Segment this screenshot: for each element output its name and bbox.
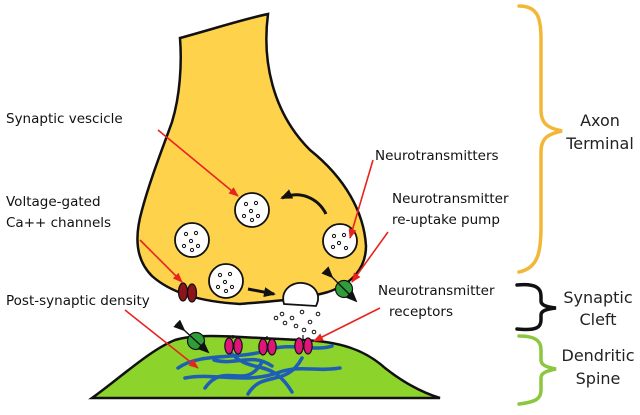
label-post-synaptic-density: Post-synaptic density: [6, 293, 150, 309]
label-receptors-line2: receptors: [389, 304, 453, 320]
axon-terminal-brace: [517, 4, 563, 274]
arrow-post-synaptic-density: [124, 309, 199, 369]
fusing-vesicle: [282, 282, 319, 307]
synaptic-vesicle-left: [174, 222, 210, 258]
synaptic-vesicle-right: [322, 223, 358, 259]
arrow-neurotransmitters: [348, 159, 374, 239]
arrow-synaptic-vesicle: [157, 129, 239, 197]
region-axon-line2: Terminal: [566, 134, 634, 153]
ca-channels: [177, 282, 198, 303]
released-neurotransmitters: [273, 309, 321, 335]
label-neurotransmitters: Neurotransmitters: [375, 148, 499, 164]
label-reuptake-line1: Neurotransmitter: [392, 191, 509, 207]
synaptic-vesicle-bottom: [208, 263, 244, 299]
synaptic-cleft-brace: [515, 282, 557, 332]
region-axon-line1: Axon: [580, 111, 620, 130]
region-spine-line1: Dendritic: [561, 346, 635, 365]
arrow-receptors: [313, 307, 381, 342]
vesicle-recycle-arrow: [280, 189, 328, 215]
synaptic-vesicle-top: [234, 192, 270, 228]
region-cleft-line1: Synaptic: [563, 288, 633, 307]
label-synaptic-vesicle: Synaptic vescicle: [6, 111, 123, 127]
arrow-ca-channels: [139, 239, 183, 283]
label-voltage-gated-line2: Ca++ channels: [6, 215, 112, 231]
label-receptors-line1: Neurotransmitter: [378, 283, 495, 299]
vesicle-release-arrow: [247, 287, 276, 298]
region-cleft-line2: Cleft: [579, 310, 617, 329]
neurotransmitter-receptors: [224, 337, 313, 356]
label-reuptake-line2: re-uptake pump: [392, 212, 500, 228]
receptor-ticks: [232, 335, 304, 340]
label-voltage-gated-line1: Voltage-gated: [6, 194, 101, 210]
post-synaptic-pump: [173, 319, 210, 354]
axon-terminal: [136, 12, 368, 306]
dendritic-spine-brace: [517, 334, 557, 406]
label-arrows: [124, 129, 389, 369]
arrow-reuptake-pump: [351, 231, 389, 283]
region-spine-line2: Spine: [575, 369, 621, 388]
reuptake-pump: [321, 266, 358, 303]
